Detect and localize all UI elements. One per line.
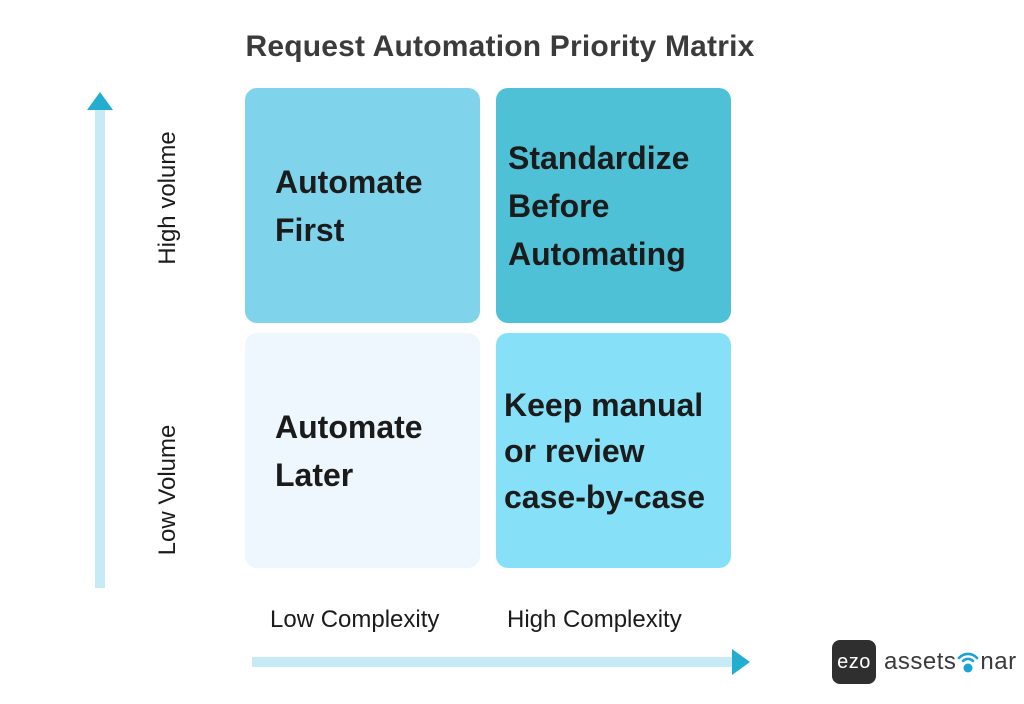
logo-word-end: nar — [980, 648, 1017, 675]
x-axis-label-low: Low Complexity — [270, 606, 440, 633]
sonar-wave-icon — [958, 652, 979, 673]
quadrant-top-left-label: Automate First — [275, 163, 423, 248]
diagram-title: Request Automation Priority Matrix — [245, 30, 755, 63]
logo-wordmark: assets nar — [884, 648, 1017, 676]
quadrant-top-right: Standardize Before Automating — [496, 88, 731, 323]
quadrant-bottom-right: Keep manual or review case-by-case — [496, 333, 731, 568]
quadrant-bottom-left: Automate Later — [245, 333, 480, 568]
vertical-axis-arrow — [87, 92, 113, 588]
y-axis-label-high: High volume — [154, 131, 181, 265]
x-axis-label-high: High Complexity — [507, 606, 682, 633]
vertical-axis-arrowhead — [87, 92, 113, 110]
logo-badge: ezo — [832, 640, 876, 684]
horizontal-axis-arrow — [252, 649, 750, 675]
quadrant-top-right-label: Standardize Before Automating — [508, 139, 690, 272]
ezo-assetsonar-logo: ezo assets nar — [832, 640, 1017, 684]
horizontal-axis-arrowhead — [732, 649, 750, 675]
vertical-axis-shaft — [95, 110, 105, 588]
horizontal-axis-shaft — [252, 657, 732, 667]
logo-word-start: assets — [884, 648, 957, 675]
quadrant-bottom-right-label: Keep manual or review case-by-case — [504, 386, 706, 515]
y-axis-label-low: Low Volume — [154, 424, 181, 556]
quadrant-top-left: Automate First — [245, 88, 480, 323]
quadrant-bottom-left-label: Automate Later — [275, 408, 423, 493]
